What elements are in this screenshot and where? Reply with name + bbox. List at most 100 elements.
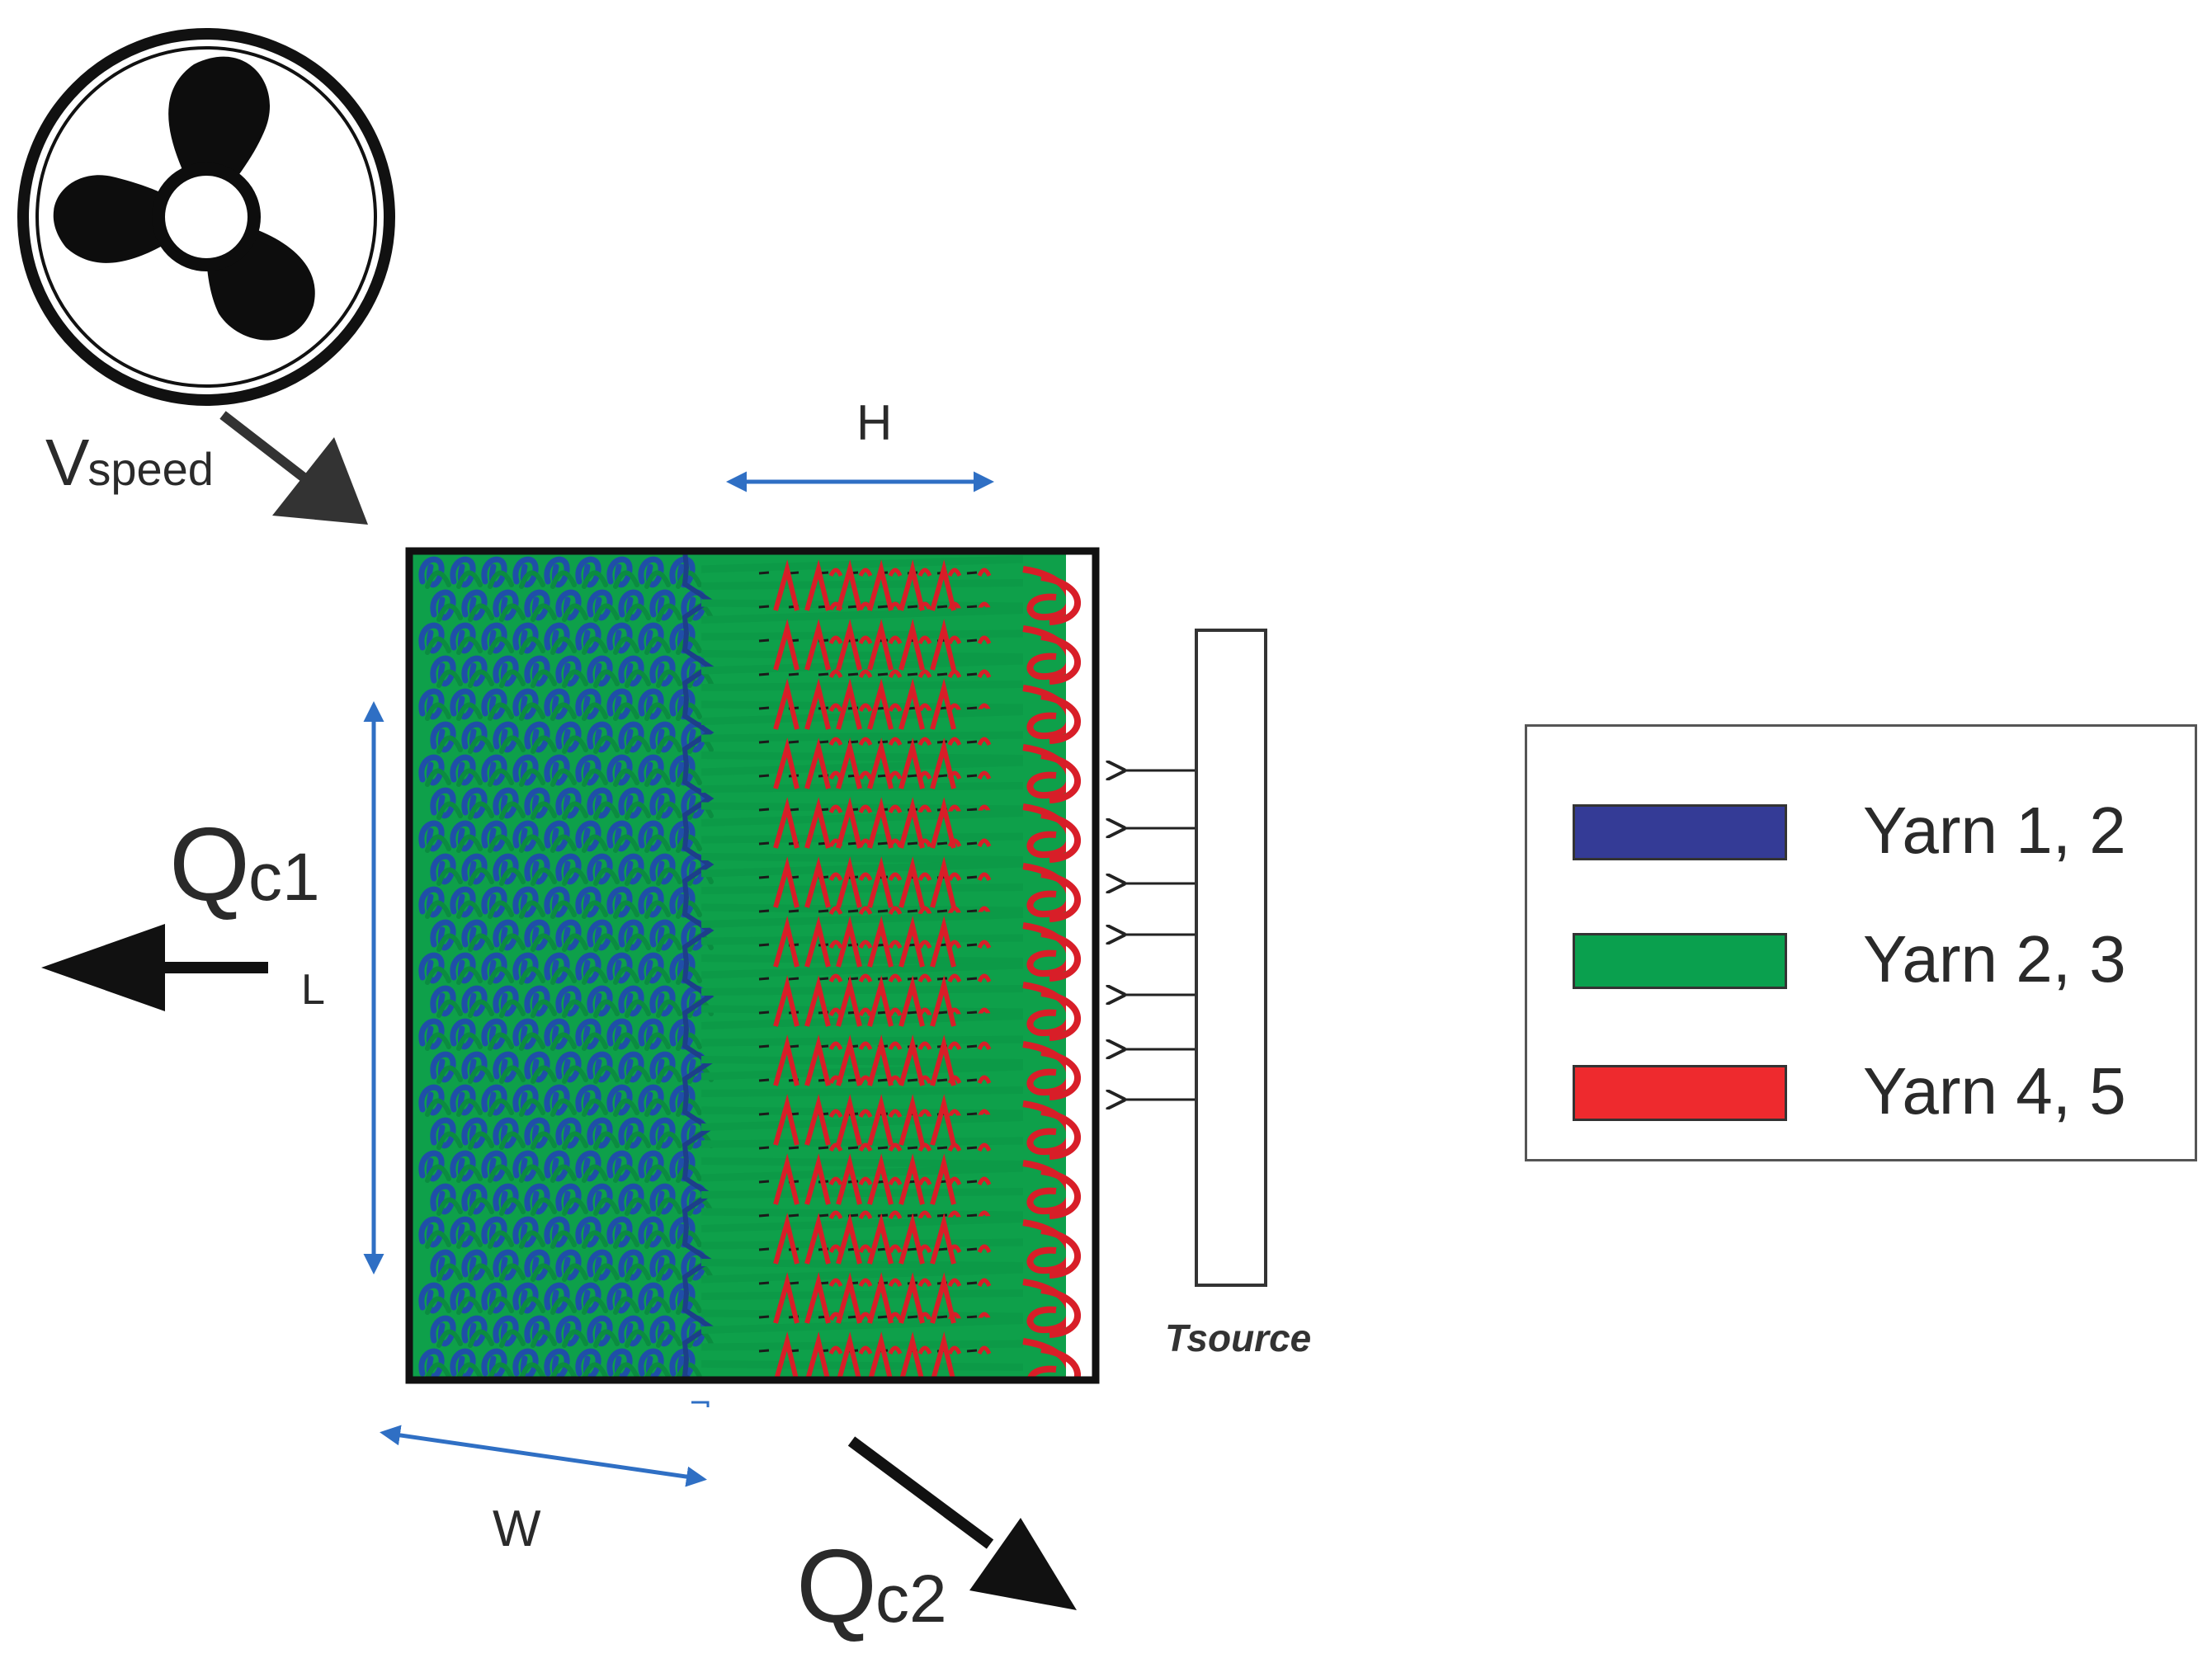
green-yarn-loop — [468, 1329, 494, 1348]
red-yarn-fiber — [917, 1210, 932, 1220]
green-yarn-loop — [468, 801, 494, 820]
green-yarn-loop — [644, 570, 671, 589]
red-yarn-stitch — [867, 1153, 894, 1205]
strand-gap — [936, 1247, 948, 1251]
strand-gap — [966, 1146, 978, 1150]
strand-gap — [877, 605, 889, 609]
strand-gap — [788, 1213, 799, 1218]
red-yarn-fiber — [947, 906, 962, 916]
green-yarn-loop — [550, 570, 577, 589]
legend-swatch — [1573, 804, 1787, 860]
green-yarn-loop — [613, 834, 639, 853]
strand-gap — [966, 1281, 978, 1285]
red-yarn-fiber — [828, 940, 843, 949]
red-yarn-fiber — [977, 1278, 992, 1288]
spacer-strand — [700, 809, 1024, 827]
red-yarn-fiber — [858, 669, 873, 679]
green-yarn-loop — [468, 735, 494, 754]
green-yarn-loop — [593, 867, 620, 886]
green-yarn-loop — [488, 966, 514, 985]
red-yarn-fiber — [828, 804, 843, 814]
red-yarn-fiber — [888, 973, 903, 983]
green-yarn-loop — [582, 1362, 608, 1380]
red-yarn-fiber — [947, 1041, 962, 1051]
green-yarn-loop — [562, 1131, 588, 1150]
qc2-label: Qc2 — [796, 1526, 947, 1646]
red-yarn-stitch — [867, 1272, 894, 1324]
red-yarn-fiber — [947, 568, 962, 577]
green-yarn-loop — [550, 900, 577, 919]
green-yarn-loop — [488, 1032, 514, 1051]
green-yarn-loop — [613, 1230, 639, 1249]
spacer-strand — [700, 1215, 1024, 1232]
blue-yarn-loop — [496, 1384, 516, 1410]
red-yarn-fiber — [858, 1278, 873, 1288]
green-yarn-loop — [456, 1098, 483, 1117]
red-yarn-stitch — [773, 1331, 799, 1380]
fan-icon — [17, 28, 395, 406]
spacer-strand — [700, 1265, 1024, 1284]
strand-gap — [818, 1146, 829, 1150]
green-yarn-loop — [625, 1197, 651, 1216]
red-yarn-loop — [1040, 574, 1081, 625]
green-yarn-loop — [676, 636, 702, 655]
red-yarn-fiber — [947, 669, 962, 679]
green-yarn-loop — [456, 1362, 483, 1380]
red-yarn-fiber — [888, 703, 903, 713]
spacer-strand — [700, 606, 1024, 624]
green-yarn-loop — [519, 1164, 545, 1183]
red-yarn-stitch — [773, 737, 799, 789]
red-yarn-fiber — [828, 1176, 843, 1186]
spacer-strand — [700, 1056, 1024, 1067]
green-yarn-loop — [436, 1197, 463, 1216]
red-yarn-fiber — [947, 635, 962, 645]
green-yarn-loop — [625, 1263, 651, 1282]
green-yarn-loop — [593, 999, 620, 1018]
red-yarn-stitch — [836, 559, 862, 611]
spacer-strand — [700, 1164, 1024, 1182]
red-yarn-fiber — [858, 973, 873, 983]
spacer-strand — [700, 579, 1024, 590]
green-yarn-loop — [531, 867, 557, 886]
green-yarn-loop — [625, 867, 651, 886]
green-yarn-loop — [531, 1131, 557, 1150]
red-yarn-loop — [1040, 871, 1081, 922]
green-yarn-loop — [625, 1329, 651, 1348]
red-yarn-stitch — [930, 797, 956, 849]
green-yarn-loop — [644, 1164, 671, 1183]
strand-gap — [758, 1349, 770, 1353]
strand-gap — [758, 977, 770, 981]
green-yarn-loop — [499, 1329, 526, 1348]
red-yarn-fiber — [888, 770, 903, 780]
qc1-label: Qc1 — [169, 804, 320, 924]
l-label: L — [301, 966, 325, 1014]
green-yarn-loop — [531, 1329, 557, 1348]
spacer-strand — [700, 629, 1024, 641]
green-yarn-loop — [436, 933, 463, 952]
green-yarn-loop — [656, 735, 682, 754]
red-yarn-stitch — [836, 797, 862, 849]
green-yarn-loop — [644, 702, 671, 721]
spacer-strand — [700, 1188, 1024, 1199]
heat-flux-arrows — [1124, 770, 1195, 1100]
red-yarn-fiber — [917, 804, 932, 814]
green-yarn-loop — [468, 603, 494, 622]
red-yarn-stitch — [804, 1153, 831, 1205]
v-speed-subscript: speed — [87, 443, 214, 495]
red-yarn-stitch — [898, 856, 925, 908]
red-yarn-fiber — [828, 1210, 843, 1220]
red-yarn-fiber — [977, 1041, 992, 1051]
green-yarn-loop — [425, 636, 451, 655]
green-yarn-loop — [562, 669, 588, 688]
red-yarn-stitch — [836, 975, 862, 1027]
red-yarn-loop — [1040, 1168, 1081, 1219]
green-yarn-loop — [436, 801, 463, 820]
red-yarn-stitch — [898, 1213, 925, 1265]
red-yarn-stitch — [898, 1094, 925, 1146]
red-yarn-stitch — [804, 975, 831, 1027]
red-yarn-fiber — [947, 1345, 962, 1355]
green-yarn-loop — [436, 1263, 463, 1282]
strand-gap — [758, 1213, 770, 1218]
green-yarn-loop — [644, 1032, 671, 1051]
red-yarn-fiber — [977, 737, 992, 747]
